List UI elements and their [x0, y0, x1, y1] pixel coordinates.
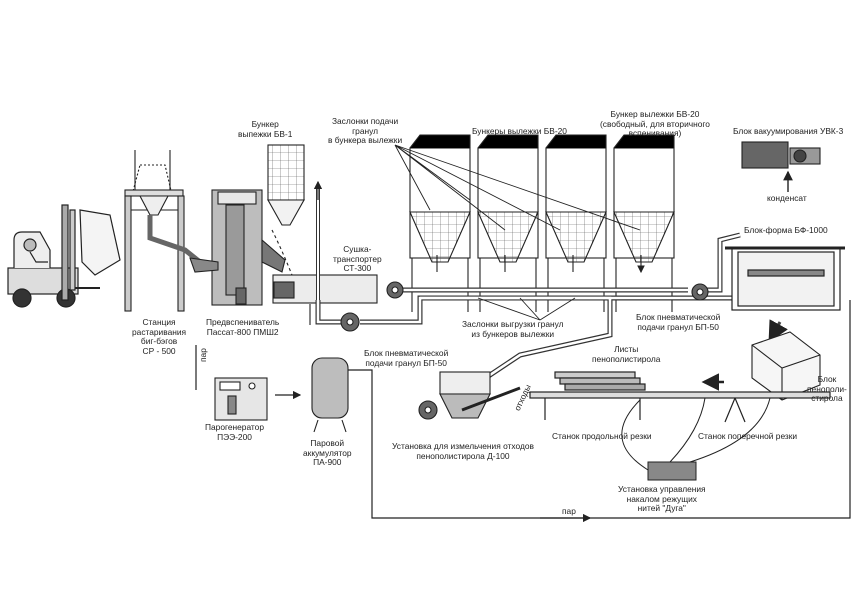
bunker-bv1-icon [267, 144, 305, 276]
cutting-tables [529, 371, 831, 423]
label-bunker-bv20-free: Бункер вылежки БВ-20(свободный, для втор… [600, 109, 710, 139]
steam-generator-icon [214, 377, 268, 421]
label-vacuum-block: Блок вакуумирования УВК-3 [733, 126, 844, 136]
blower-icons [340, 281, 709, 420]
control-unit-icon [621, 397, 771, 481]
label-cross-cut: Станок поперечной резки [698, 431, 798, 441]
bunkers-bv20-icon [409, 134, 675, 312]
label-steam-bottom: пар [562, 506, 576, 516]
label-mold-block: Блок-форма БФ-1000 [744, 225, 828, 235]
label-steam-vertical: пар [198, 348, 208, 362]
forklift-icon [7, 204, 121, 308]
prefoamer-icon [189, 189, 286, 306]
label-long-cut: Станок продольной резки [552, 431, 652, 441]
mold-block-icon [725, 246, 845, 311]
steam-accumulator-icon [311, 357, 349, 433]
dryer-transporter-icon [272, 274, 378, 325]
bigbag-station-icon [124, 150, 202, 312]
crusher-icon [439, 371, 521, 419]
label-condensate: конденсат [767, 193, 807, 203]
pointer-lines [394, 144, 641, 321]
vacuum-block-icon [741, 141, 821, 192]
label-bunkers-bv20: Бункеры вылежки БВ-20 [472, 126, 567, 136]
